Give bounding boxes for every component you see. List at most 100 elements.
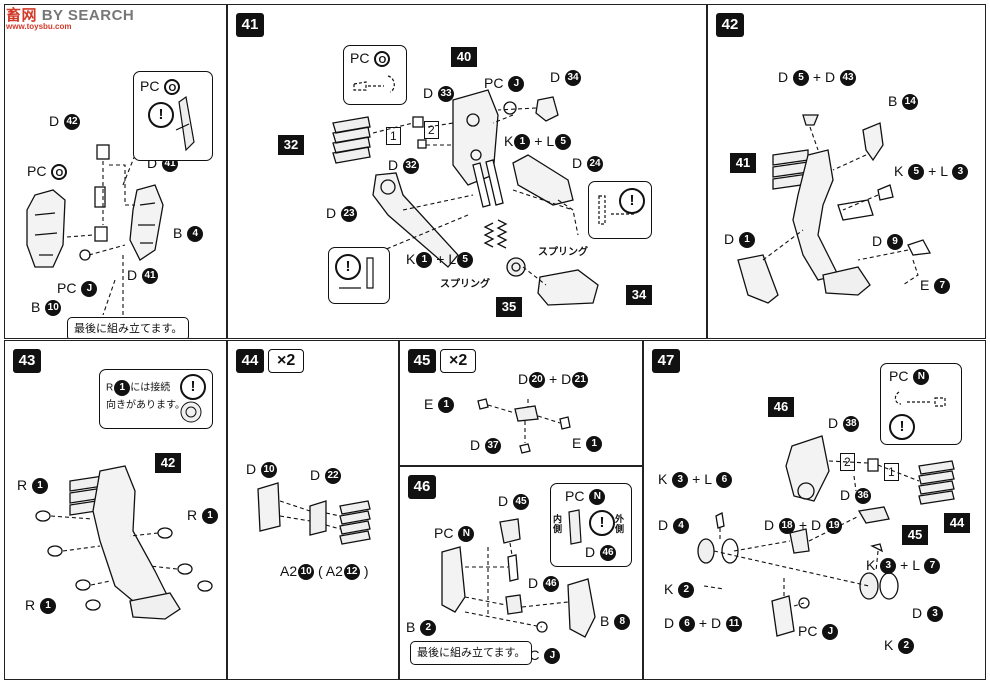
callout-label-pc-o: PC O xyxy=(140,78,181,96)
label-e7: E 7 xyxy=(920,277,951,295)
panel-step-41: 41 PC O D 33 40 PC J xyxy=(227,4,707,339)
assembly-drawing xyxy=(35,465,213,620)
part-tag-41: 41 xyxy=(730,153,756,173)
label-e1-left: E 1 xyxy=(424,396,455,414)
label-e1-right: E 1 xyxy=(572,435,603,453)
part-tag-42: 42 xyxy=(155,453,181,473)
label-pc-j: PC J xyxy=(484,75,525,93)
label-d41-bottom: D 41 xyxy=(127,267,159,285)
label-b4: B 4 xyxy=(173,225,204,243)
quantity-multiplier: ×2 xyxy=(440,349,477,373)
part-tag-46: 46 xyxy=(768,397,794,417)
label-d6-d11: D 6 + D 11 xyxy=(664,615,742,633)
callout-label-pc-n: PC N xyxy=(889,368,930,386)
label-pc-j: PC J xyxy=(798,623,839,641)
warning-icon: ! xyxy=(889,414,915,440)
quantity-multiplier: ×2 xyxy=(268,349,305,373)
warning-icon: ! xyxy=(148,102,174,128)
callout-label-d46: D 46 xyxy=(585,544,617,562)
callout-label-pc-o: PC O xyxy=(350,50,391,68)
label-k2-left: K 2 xyxy=(664,581,695,599)
label-r1-bottom: R 1 xyxy=(25,597,57,615)
pin-drawing xyxy=(339,257,374,289)
label-d42: D 42 xyxy=(49,113,81,131)
assembly-drawing xyxy=(477,398,571,454)
label-d9: D 9 xyxy=(872,233,904,251)
step-number: 42 xyxy=(716,13,744,37)
label-pc-j: PC J xyxy=(57,280,98,298)
label-spring-left: スプリング xyxy=(440,279,490,290)
part-tag-35: 35 xyxy=(496,297,522,317)
warning-icon: ! xyxy=(180,374,206,400)
label-inner-side: 内側 xyxy=(553,514,563,534)
step-number: 43 xyxy=(13,349,41,373)
label-pc-n: PC N xyxy=(434,525,475,543)
pc-part-drawing xyxy=(568,509,582,545)
callout-pc-o: PC O xyxy=(343,45,407,105)
label-d10: D 10 xyxy=(246,461,278,479)
note-assemble-last: 最後に組み立てます。 xyxy=(67,317,190,338)
callout-warning-left: ! xyxy=(328,247,390,304)
label-d32: D 32 xyxy=(388,157,420,175)
pc-part-drawing xyxy=(353,75,395,93)
pc-part-drawing xyxy=(894,391,946,407)
label-d37: D 37 xyxy=(470,437,502,455)
warning-icon: ! xyxy=(619,188,645,214)
step-number: 41 xyxy=(236,13,264,37)
sequence-box-1: 1 xyxy=(884,463,899,481)
gear-drawing xyxy=(180,401,202,423)
callout-label-pc-n: PC N xyxy=(565,488,606,506)
callout-pc-n-orientation: PC N 内側 外側 ! D 46 xyxy=(550,483,632,567)
label-b14: B 14 xyxy=(888,93,919,111)
watermark-brand-red: 畜网 xyxy=(6,7,38,24)
label-d34: D 34 xyxy=(550,69,582,87)
label-r1-right: R 1 xyxy=(187,507,219,525)
label-b2: B 2 xyxy=(406,619,437,637)
watermark-brand-text: BY SEARCH xyxy=(41,7,135,24)
label-r1-left: R 1 xyxy=(17,477,49,495)
sequence-box-1: 1 xyxy=(386,127,401,145)
label-d46: D 46 xyxy=(528,575,560,593)
label-d4: D 4 xyxy=(658,517,690,535)
part-tag-44: 44 xyxy=(944,513,970,533)
label-d24: D 24 xyxy=(572,155,604,173)
panel-step-46: 46 D 45 PC N PC N 内側 外側 ! D 46 D 46 B 2 … xyxy=(399,466,643,680)
label-k3-l6: K 3 + L 6 xyxy=(658,471,733,489)
label-d33: D 33 xyxy=(423,85,455,103)
label-d5-d43: D 5 + D 43 xyxy=(778,69,856,87)
step-number: 45 xyxy=(408,349,436,373)
note-text-line2: 向きがあります。 xyxy=(106,400,185,411)
assembly-drawing xyxy=(26,104,164,316)
part-tag-40: 40 xyxy=(451,47,477,67)
panel-step-42: 42 D 5 + D 43 B 14 41 K 5 + L 3 D 1 D 9 … xyxy=(707,4,986,339)
callout-pc-o: PC O ! xyxy=(133,71,213,161)
warning-icon: ! xyxy=(589,510,615,536)
sequence-box-2: 2 xyxy=(424,121,439,139)
pin-drawing xyxy=(598,195,635,225)
assembly-drawing xyxy=(332,89,599,306)
assembly-drawing xyxy=(737,114,932,304)
label-b8: B 8 xyxy=(600,613,631,631)
watermark-url: www.toysbu.com xyxy=(6,22,72,31)
step-number: 44 xyxy=(236,349,264,373)
sequence-box-2: 2 xyxy=(840,453,855,471)
label-d36: D 36 xyxy=(840,487,872,505)
callout-pc-n: PC N ! xyxy=(880,363,962,445)
label-k5-l3: K 5 + L 3 xyxy=(894,163,969,181)
label-outer-side: 外側 xyxy=(615,514,625,534)
label-k2-right: K 2 xyxy=(884,637,915,655)
note-assemble-last: 最後に組み立てます。 xyxy=(410,641,533,665)
label-d23: D 23 xyxy=(326,205,358,223)
panel-previous-step: D 42 PC O D 41 B 4 PC J D 41 B 10 PC O !… xyxy=(4,4,227,339)
label-d38: D 38 xyxy=(828,415,860,433)
label-pc-o: PC O xyxy=(27,163,68,181)
pc-part-drawing xyxy=(175,95,195,152)
label-d45: D 45 xyxy=(498,493,530,511)
label-d1: D 1 xyxy=(724,231,756,249)
label-d3: D 3 xyxy=(912,605,944,623)
